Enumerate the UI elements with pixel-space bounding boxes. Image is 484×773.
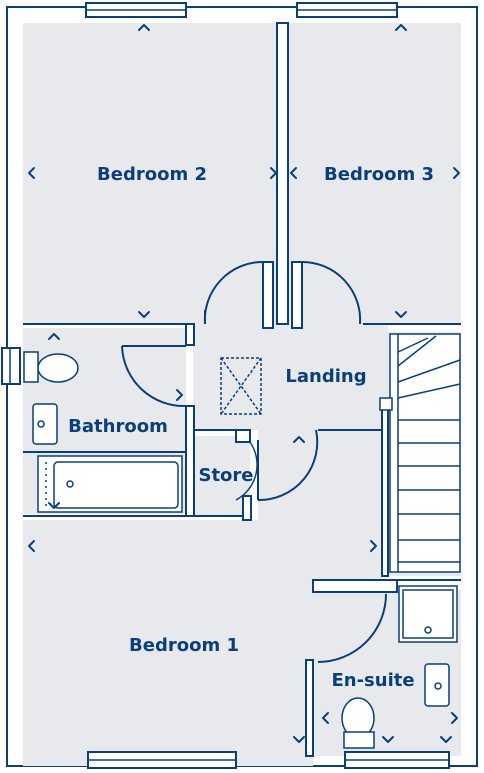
dimension-arrow-icon [370,540,377,552]
internal-walls [23,22,461,757]
bedroom-3-floor [288,23,461,324]
landing-floor [193,324,388,430]
dimension-arrow-icon [270,167,277,179]
dimension-arrow-icon [440,736,452,743]
landing-label: Landing [285,366,366,387]
dimension-arrow-icon [290,167,297,179]
bedroom-1-floor-left [23,520,313,766]
basin-icon [32,403,58,445]
dimension-arrow-icon [138,24,150,31]
loft-hatch-icon [220,357,262,415]
dimension-arrow-icon [293,736,305,743]
dimension-arrow-icon [28,540,35,552]
bath-icon [37,455,183,513]
dimension-arrow-icon [138,311,150,318]
window-icon [1,347,21,385]
toilet-icon [23,351,79,383]
dimension-arrow-icon [28,167,35,179]
bedroom-2-floor [23,23,277,324]
dimension-arrows [28,24,460,743]
windows [1,2,450,769]
bedroom-3-label: Bedroom 3 [324,164,434,185]
dimension-arrow-icon [322,712,329,724]
store-label: Store [198,465,253,486]
bedroom-1-label: Bedroom 1 [129,635,239,656]
dimension-arrow-icon [382,736,394,743]
staircase-icon [379,333,461,573]
dimension-arrow-icon [451,712,458,724]
dimension-arrow-icon [48,502,60,509]
door-swing-icon [121,345,187,408]
door-swing-icon [301,260,362,325]
bathroom-label: Bathroom [68,416,168,437]
dimension-arrow-icon [395,24,407,31]
door-swing-icon [235,441,258,501]
toilet-icon [341,697,375,749]
landing-floor-lower [258,430,382,520]
dimension-arrow-icon [176,389,183,401]
bedroom-2-label: Bedroom 2 [97,164,207,185]
dimension-arrow-icon [453,167,460,179]
bathroom-fixtures [23,351,183,513]
dimension-arrow-icon [48,333,60,340]
basin-icon [424,663,450,707]
en-suite-label: En-suite [331,670,414,691]
door-swings [121,260,387,663]
en-suite-fixtures [341,585,458,749]
dimension-arrow-icon [395,311,407,318]
store-floor [193,436,250,516]
dimension-arrow-icon [293,436,305,443]
door-swing-icon [317,593,387,663]
door-swing-icon [257,429,319,502]
shower-tray-icon [398,585,458,643]
